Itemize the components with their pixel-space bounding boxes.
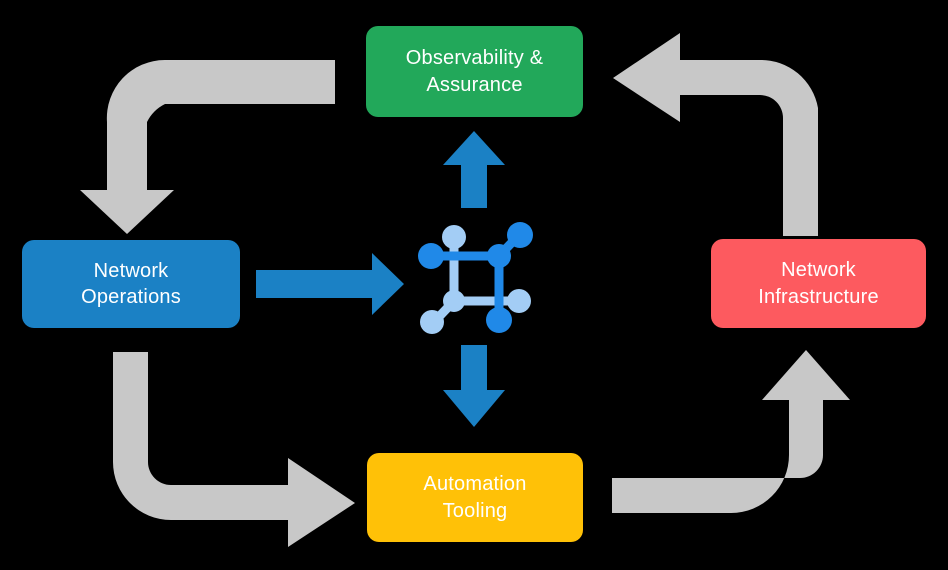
node-infrastructure-label: Network Infrastructure [758,259,879,308]
network-topology-icon [418,222,533,334]
arrow-automation-to-infrastructure [612,350,850,513]
node-observability-assurance[interactable]: Observability & Assurance [366,26,583,117]
topology-dark-nodes [418,222,533,333]
node-observability-label: Observability & Assurance [405,47,544,96]
node-operations-label: Network Operations [81,259,181,308]
arrow-observability-to-operations [80,59,335,234]
topology-light-nodes [420,225,531,334]
arrow-operations-to-automation [113,352,355,547]
arrow-center-to-automation [443,345,505,427]
arrow-operations-to-center [256,253,404,315]
arrow-infrastructure-to-observability [613,33,818,236]
node-automation-tooling[interactable]: Automation Tooling [367,453,583,542]
arrow-center-to-observability [443,131,505,208]
node-network-operations[interactable]: Network Operations [22,240,240,328]
node-automation-label: Automation Tooling [423,473,527,522]
node-network-infrastructure[interactable]: Network Infrastructure [711,239,926,328]
